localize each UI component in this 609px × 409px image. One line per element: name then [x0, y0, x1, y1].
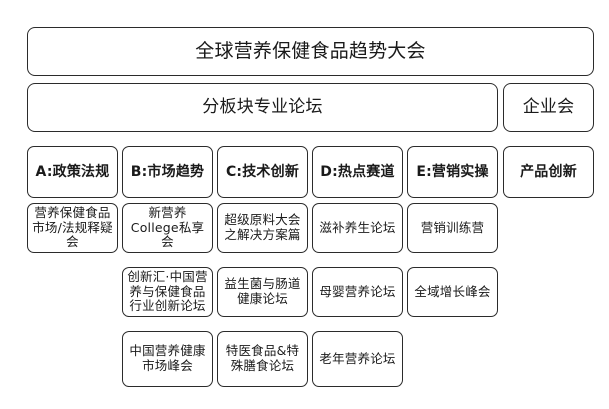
session-node-d-2: 母婴营养论坛	[312, 267, 403, 317]
category-label-e: E:营销实操	[416, 163, 489, 180]
session-label-c-3: 特医食品&特殊膳食论坛	[225, 343, 300, 373]
category-label-d: D:热点赛道	[320, 163, 395, 180]
session-node-b-1: 新营养College私享会	[122, 203, 213, 253]
session-label-d-3: 老年营养论坛	[319, 350, 396, 366]
category-header-d: D:热点赛道	[312, 146, 403, 198]
session-label-b-3: 中国营养健康市场峰会	[129, 343, 206, 373]
enterprise-band-label: 企业会	[522, 97, 575, 118]
session-label-d-2: 母婴营养论坛	[319, 283, 396, 299]
category-label-a: A:政策法规	[35, 163, 110, 180]
session-label-c-1: 超级原料大会之解决方案篇	[224, 212, 301, 242]
enterprise-band-node: 企业会	[503, 83, 594, 132]
conference-title-node: 全球营养保健食品趋势大会	[27, 27, 594, 76]
category-label-c: C:技术创新	[225, 163, 300, 180]
category-header-f: 产品创新	[503, 146, 594, 198]
forum-band-node: 分板块专业论坛	[27, 83, 498, 132]
session-node-a-1: 营养保健食品市场/法规释疑会	[27, 203, 118, 253]
category-header-c: C:技术创新	[217, 146, 308, 198]
session-node-b-3: 中国营养健康市场峰会	[122, 331, 213, 387]
conference-title-label: 全球营养保健食品趋势大会	[195, 40, 426, 63]
session-label-c-2: 益生菌与肠道健康论坛	[224, 276, 301, 306]
category-label-b: B:市场趋势	[130, 163, 205, 180]
session-label-b-2: 创新汇·中国营养与保健食品行业创新论坛	[127, 268, 208, 314]
session-node-c-2: 益生菌与肠道健康论坛	[217, 267, 308, 317]
category-header-b: B:市场趋势	[122, 146, 213, 198]
session-label-e-1: 营销训练营	[420, 219, 485, 235]
category-header-e: E:营销实操	[407, 146, 498, 198]
session-node-c-3: 特医食品&特殊膳食论坛	[217, 331, 308, 387]
session-label-a-1: 营养保健食品市场/法规释疑会	[32, 204, 113, 250]
forum-band-label: 分板块专业论坛	[202, 97, 323, 118]
category-header-a: A:政策法规	[27, 146, 118, 198]
session-node-e-1: 营销训练营	[407, 203, 498, 253]
session-node-b-2: 创新汇·中国营养与保健食品行业创新论坛	[122, 267, 213, 317]
session-label-b-1: 新营养College私享会	[130, 204, 205, 250]
session-label-e-2: 全域增长峰会	[414, 283, 491, 299]
session-node-d-3: 老年营养论坛	[312, 331, 403, 387]
session-node-c-1: 超级原料大会之解决方案篇	[217, 203, 308, 253]
session-node-d-1: 滋补养生论坛	[312, 203, 403, 253]
session-label-d-1: 滋补养生论坛	[319, 219, 396, 235]
session-node-e-2: 全域增长峰会	[407, 267, 498, 317]
category-label-f: 产品创新	[520, 163, 577, 180]
